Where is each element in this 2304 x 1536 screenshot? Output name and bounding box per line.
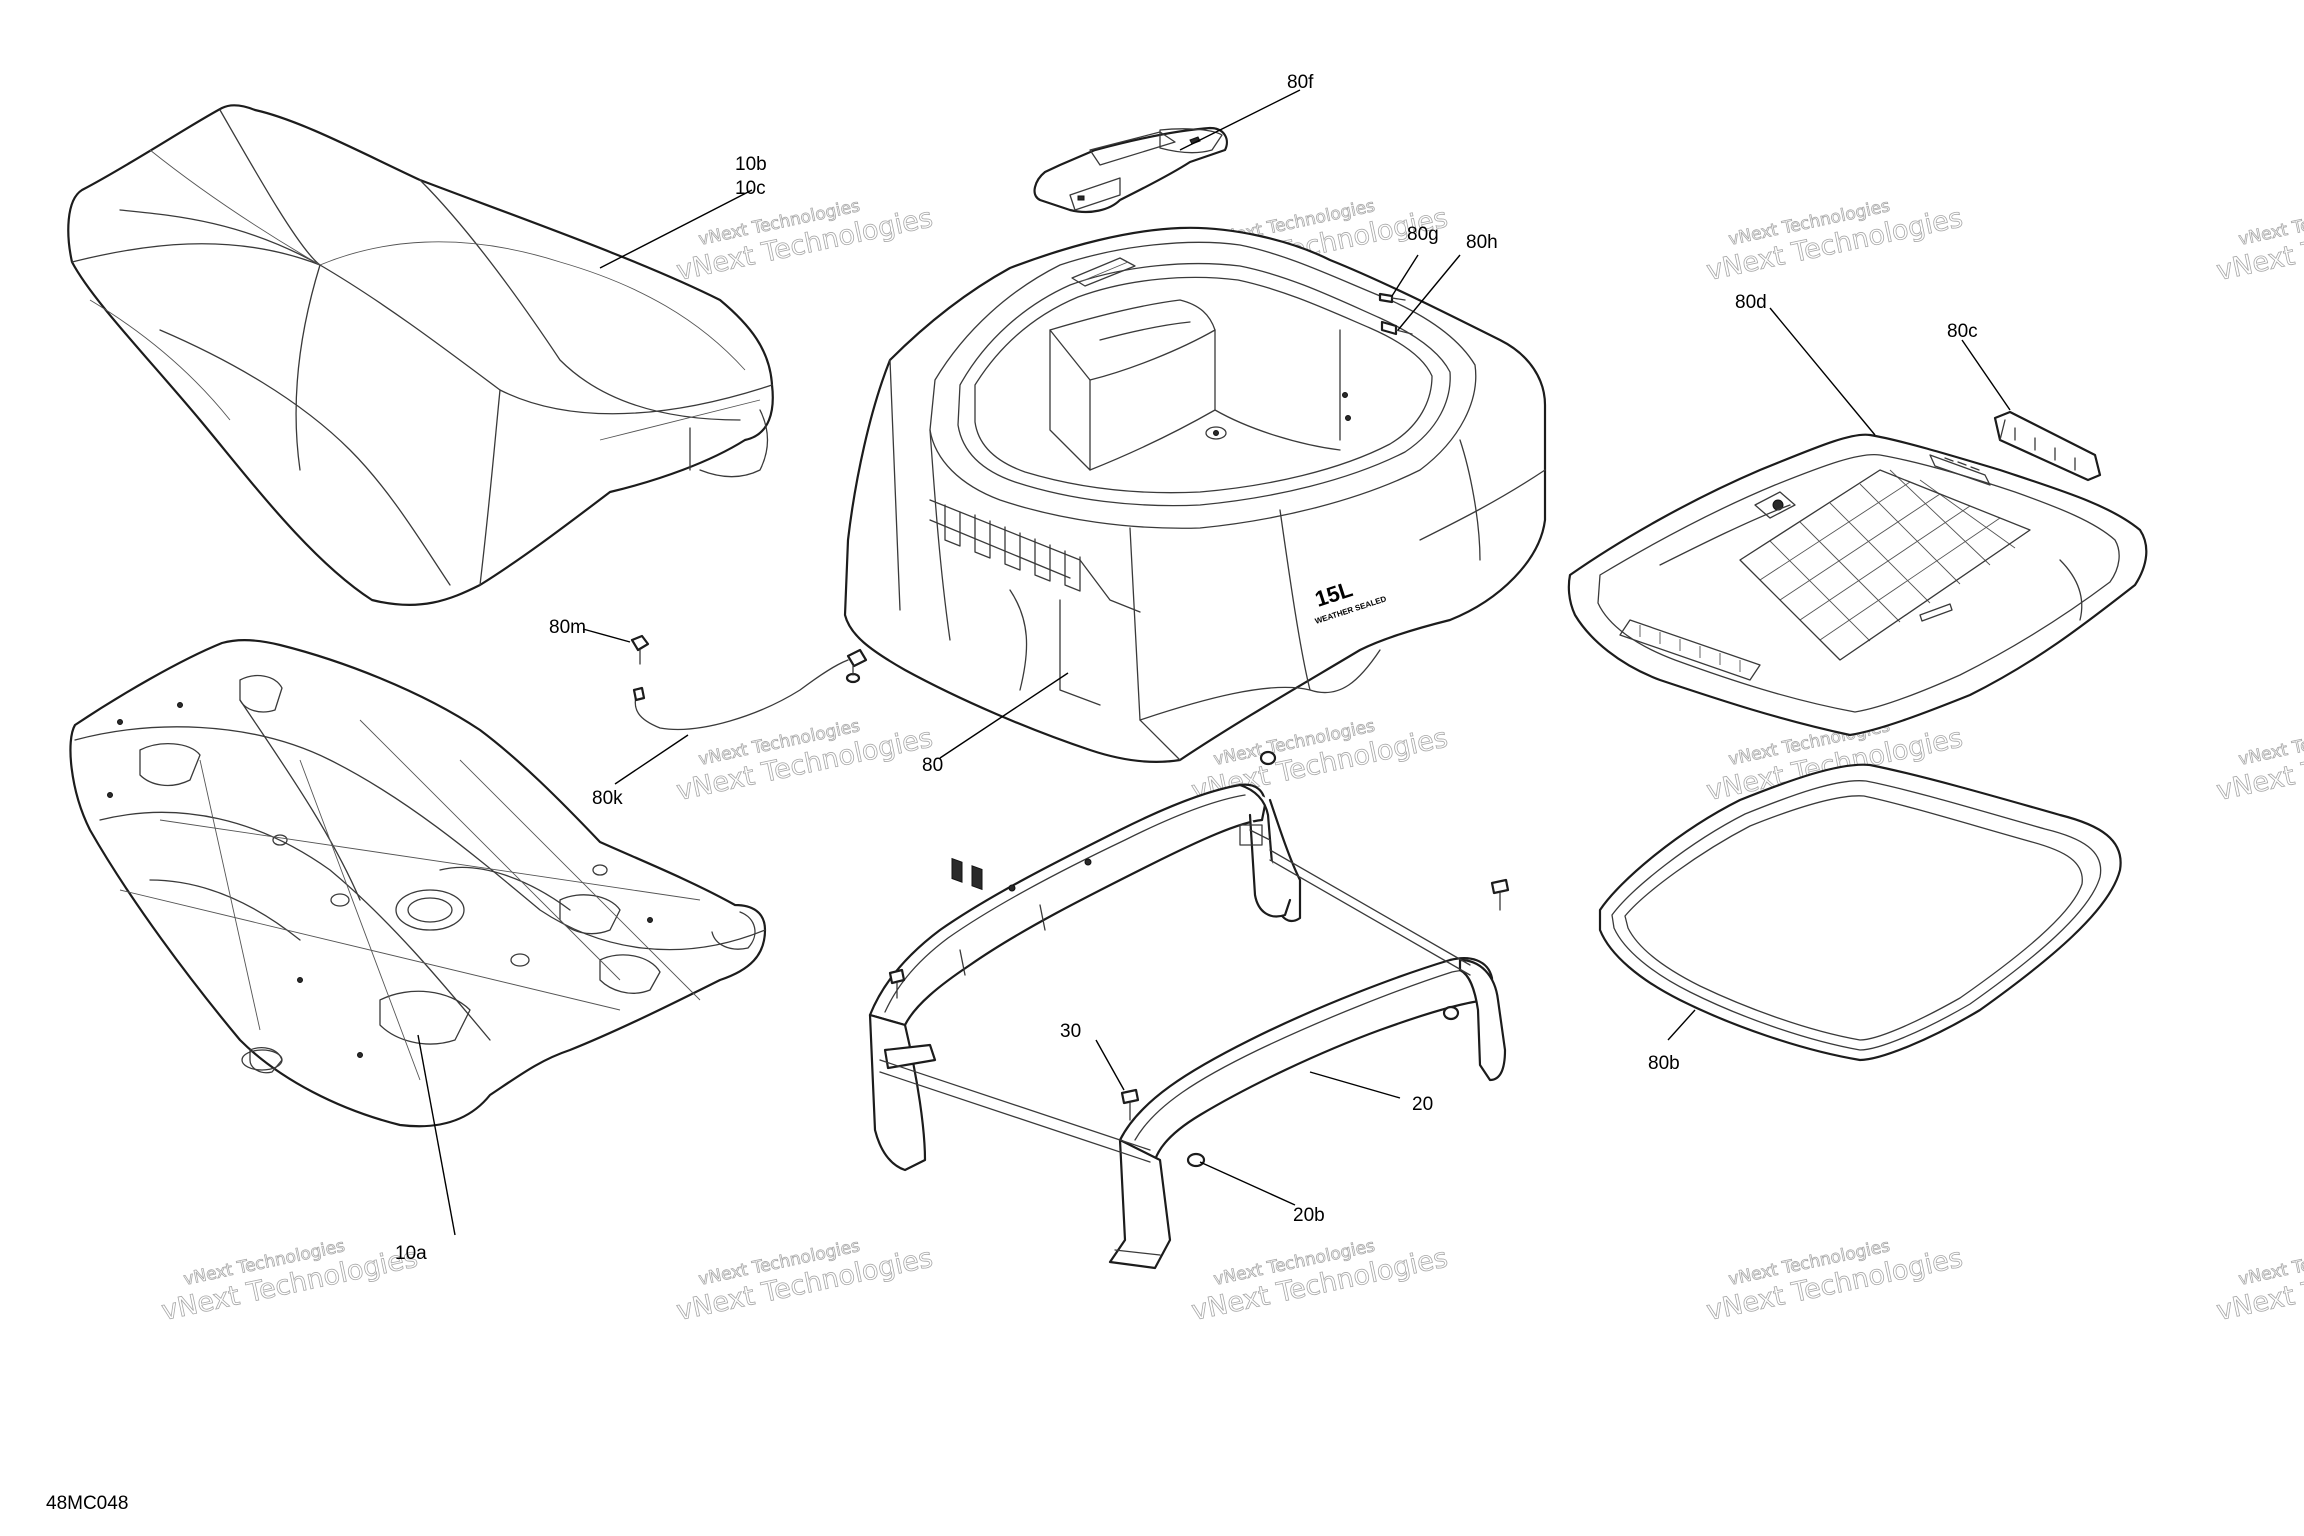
watermark: vNext Technologies vNext Technologies <box>1703 196 1965 288</box>
callout-30: 30 <box>1060 1021 1081 1042</box>
callout-80h: 80h <box>1466 232 1498 253</box>
diagram-reference-code: 48MC048 <box>46 1493 128 1514</box>
hinge-80c <box>1993 410 2102 482</box>
callout-10c: 10c <box>735 178 766 199</box>
watermark: vNext Technologies vNext Technologies <box>1703 1236 1965 1328</box>
tether-80k <box>634 648 868 731</box>
fastener-80m <box>630 634 650 702</box>
callout-80k: 80k <box>592 788 623 809</box>
latch-teeth <box>951 857 983 891</box>
callout-80: 80 <box>922 755 943 776</box>
callout-20: 20 <box>1412 1094 1433 1115</box>
screw-80g <box>1378 292 1406 304</box>
lid-strap-80f <box>1033 126 1228 214</box>
bolt-30-rear <box>1490 878 1510 911</box>
callout-80b: 80b <box>1648 1053 1680 1074</box>
watermark: vNext Technologies vNext Technologies <box>673 1236 935 1328</box>
watermark: vNext Technologies vNext Technologies <box>2213 1236 2304 1328</box>
callout-labels: 10b 10c 10a 80m 80k 80f 80g 80h 80 80d 8… <box>395 72 1978 1264</box>
callout-80m: 80m <box>549 617 586 638</box>
callout-10a: 10a <box>395 1243 427 1264</box>
watermark: vNext Technologies vNext Technologies <box>673 716 935 808</box>
watermark: vNext Technologies vNext Technologies <box>2213 716 2304 808</box>
callout-80d: 80d <box>1735 292 1767 313</box>
bolt-30-left <box>888 968 906 999</box>
callout-10b: 10b <box>735 154 767 175</box>
seat-cushion <box>67 104 774 606</box>
storage-box: 15L WEATHER SEALED <box>843 226 1547 891</box>
lid-seal-80b <box>1598 763 2122 1062</box>
watermark: vNext Technologies vNext Technologies <box>673 196 935 288</box>
bolt-30-front <box>1120 1088 1140 1121</box>
watermark: vNext Technologies vNext Technologies <box>2213 196 2304 288</box>
seat-base <box>69 639 767 1128</box>
watermark: vNext Technologies vNext Technologies <box>158 1236 420 1328</box>
callout-80g: 80g <box>1407 224 1439 245</box>
callout-20b: 20b <box>1293 1205 1325 1226</box>
callout-80f: 80f <box>1287 72 1314 93</box>
watermark: vNext Technologies vNext Technologies <box>1188 1236 1450 1328</box>
leader-lines <box>417 89 2011 1236</box>
support-frame-20 <box>868 750 1507 1270</box>
screw-80h <box>1380 320 1413 336</box>
callout-80c: 80c <box>1947 321 1978 342</box>
storage-lid <box>1567 433 2148 737</box>
